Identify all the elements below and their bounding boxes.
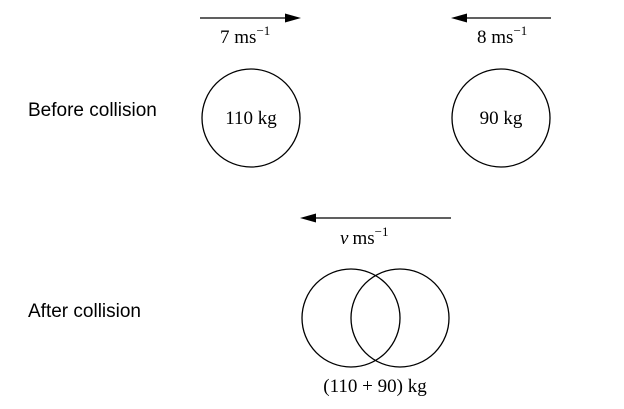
before-collision-label: Before collision <box>28 100 157 121</box>
combined-body-left-circle <box>301 268 401 368</box>
body-110kg-circle <box>201 68 301 168</box>
body-90kg-mass-label: 90 kg <box>480 108 523 129</box>
combined-body-right-circle <box>350 268 450 368</box>
body-110kg-mass-label: 110 kg <box>225 108 277 129</box>
body-90kg-circle <box>451 68 551 168</box>
after-collision-label: After collision <box>28 301 141 322</box>
velocity-arrow-left-body <box>200 13 301 23</box>
velocity-label-left-body: 7 ms−1 <box>220 23 270 48</box>
velocity-arrow-right-body <box>451 13 551 23</box>
velocity-arrow-combined <box>300 213 451 223</box>
velocity-label-right-body: 8 ms−1 <box>477 23 527 48</box>
combined-mass-label: (110 + 90) kg <box>323 376 427 397</box>
